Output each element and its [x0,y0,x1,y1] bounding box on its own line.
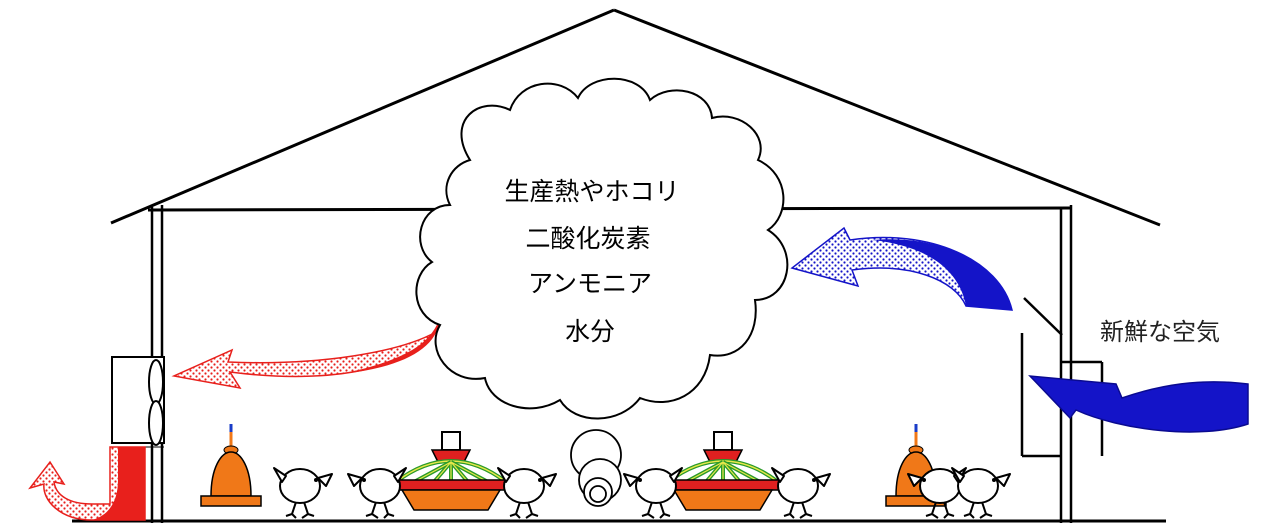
fresh-air-arrow-lower [1028,375,1249,433]
cloud-line-3: アンモニア [528,269,652,298]
pan-feeder-icon [392,430,510,512]
contaminant-cloud: 生産熱やホコリ 二酸化炭素 アンモニア 水分 [415,77,789,507]
chick-icon [273,467,333,519]
bell-drinker-icon [199,422,263,508]
exhaust-air-arrow-upper [171,319,441,390]
chick-icon [497,467,557,519]
cloud-line-2: 二酸化炭素 [525,224,650,253]
chick-icon [951,467,1011,519]
fresh-air-label: 新鮮な空気 [1100,318,1220,346]
fresh-air-arrow-upper [790,226,1013,311]
chick-icon [771,467,831,519]
fan-icon [148,359,164,446]
exhaust-fan [111,356,165,448]
pan-feeder-icon [664,430,782,512]
cloud-line-1: 生産熱やホコリ [504,177,679,206]
chick-icon [623,467,683,519]
cloud-line-4: 水分 [565,317,615,346]
exhaust-air-arrow-lower [28,446,146,521]
chick-icon [347,467,407,519]
